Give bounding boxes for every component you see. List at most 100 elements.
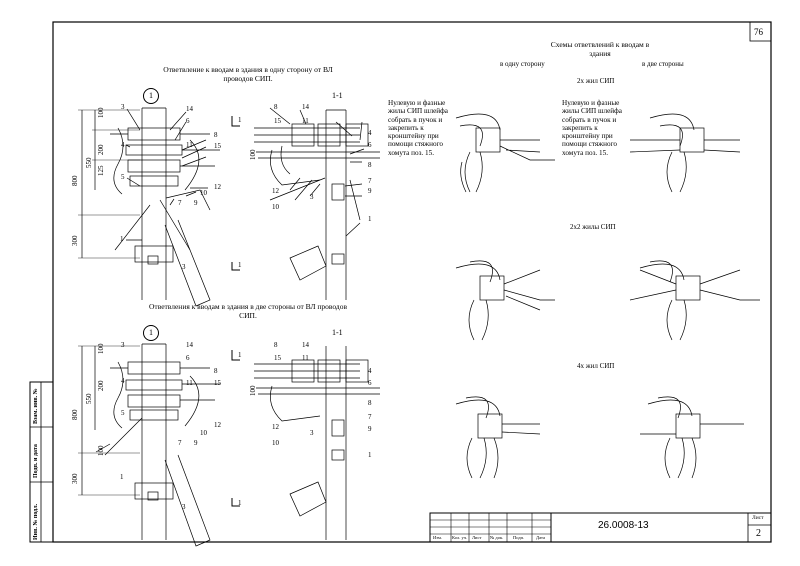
callout: 11	[186, 379, 193, 387]
dim-bottom-100: 100	[97, 343, 105, 355]
scheme-one-side-4core	[455, 396, 541, 479]
cut-mark-bottom-1: 1	[238, 351, 242, 359]
callout: 10	[200, 429, 207, 437]
top-section-title: Ответвление к вводам в здания в одну сто…	[163, 65, 333, 83]
callout: 12	[272, 187, 279, 195]
callout: 3	[182, 503, 186, 511]
callout: 7	[368, 177, 372, 185]
callout: 8	[214, 367, 218, 375]
caption-2x2-core: 2х2 жилы СИП	[570, 223, 616, 231]
callout: 5	[121, 409, 125, 417]
scheme-one-side-2x2	[455, 260, 555, 341]
sheet-label: Лист	[752, 515, 764, 521]
dim-top-section-100: 100	[249, 149, 257, 161]
stamp-col-list: Лист	[472, 535, 482, 540]
callout: 11	[302, 117, 309, 125]
callout: 15	[274, 117, 281, 125]
callout: 8	[274, 103, 278, 111]
document-code: 26.0008-13	[598, 520, 649, 531]
section-label-bottom: 1-1	[332, 328, 343, 337]
caption-2-core: 2х жил СИП	[577, 77, 615, 85]
callout: 8	[368, 399, 372, 407]
view-marker-bottom: 1	[143, 325, 159, 341]
callout: 3	[121, 103, 125, 111]
callout: 11	[302, 354, 309, 362]
bottom-front-view	[78, 343, 220, 547]
dim-bottom-550: 550	[85, 393, 93, 405]
section-label-top: 1-1	[332, 91, 343, 100]
callout: 1	[120, 235, 124, 243]
note-one-side: Нулевую и фазные жилы СИП шлейфа собрать…	[388, 99, 449, 157]
dim-bottom-200: 200	[97, 380, 105, 392]
dim-top-300: 300	[71, 235, 79, 247]
caption-4-core: 4х жил СИП	[577, 362, 615, 370]
callout: 4	[368, 129, 372, 137]
callout: 7	[178, 439, 182, 447]
callout: 3	[310, 193, 314, 201]
top-front-view	[78, 107, 220, 307]
callout: 4	[121, 141, 125, 149]
dim-top-100: 100	[97, 107, 105, 119]
scheme-two-sides-2core	[629, 113, 741, 193]
bottom-section-view	[254, 346, 380, 540]
stamp-col-doc: № док.	[490, 535, 504, 540]
stamp-col-kol: Кол. уч.	[452, 535, 468, 540]
dim-bottom-100b: 100	[97, 445, 105, 457]
callout: 9	[368, 425, 372, 433]
sheet-number: 2	[756, 528, 761, 539]
dim-top-550: 550	[85, 157, 93, 169]
stamp-col-podp: Подп.	[513, 535, 525, 540]
callout: 3	[182, 263, 186, 271]
callout: 12	[272, 423, 279, 431]
callout: 9	[194, 199, 198, 207]
callout: 8	[368, 161, 372, 169]
callout: 12	[214, 183, 221, 191]
scheme-two-sides-4core	[640, 396, 744, 479]
callout: 10	[200, 189, 207, 197]
callout: 7	[178, 199, 182, 207]
schemes-one-side: в одну сторону	[500, 60, 545, 68]
callout: 12	[214, 421, 221, 429]
callout: 14	[186, 341, 193, 349]
callout: 6	[368, 141, 372, 149]
callout: 10	[272, 439, 279, 447]
scheme-one-side-2core	[455, 113, 555, 193]
callout: 9	[194, 439, 198, 447]
dim-top-200: 200	[97, 144, 105, 156]
scheme-two-sides-2x2	[629, 260, 760, 341]
callout: 3	[310, 429, 314, 437]
callout: 6	[368, 379, 372, 387]
callout: 1	[368, 451, 372, 459]
dim-bottom-300: 300	[71, 473, 79, 485]
cut-mark-top-1: 1	[238, 116, 242, 124]
callout: 4	[368, 367, 372, 375]
callout: 15	[214, 142, 221, 150]
callout: 15	[214, 379, 221, 387]
callout: 4	[121, 377, 125, 385]
view-marker-top: 1	[143, 88, 159, 104]
bottom-section-title: Ответвления к вводам в здания в две стор…	[149, 302, 347, 320]
page-number: 76	[754, 27, 763, 37]
callout: 5	[121, 173, 125, 181]
cut-mark-top-2: 1	[238, 261, 242, 269]
stamp-col-date: Дата	[536, 535, 545, 540]
stamp-col-izm: Изм.	[433, 535, 442, 540]
schemes-two-sides: в две стороны	[642, 60, 684, 68]
dim-top-125: 125	[97, 165, 105, 177]
callout: 9	[368, 187, 372, 195]
callout: 8	[214, 131, 218, 139]
callout: 14	[302, 103, 309, 111]
callout: 14	[186, 105, 193, 113]
dim-bottom-800: 800	[71, 409, 79, 421]
schemes-title: Схемы ответвлений к вводам в здания	[550, 40, 650, 58]
callout: 6	[186, 354, 190, 362]
dim-top-800: 800	[71, 175, 79, 187]
note-two-sides: Нулевую и фазные жилы СИП шлейфа собрать…	[562, 99, 623, 157]
callout: 3	[121, 341, 125, 349]
callout: 10	[272, 203, 279, 211]
callout: 1	[120, 473, 124, 481]
callout: 7	[368, 413, 372, 421]
callout: 11	[186, 141, 193, 149]
